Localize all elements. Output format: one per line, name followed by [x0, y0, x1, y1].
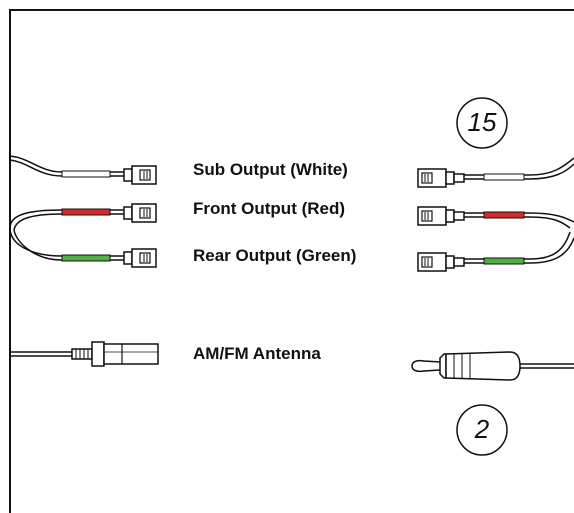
left-front-connector	[123, 203, 157, 223]
left-sub-cable	[9, 155, 124, 178]
right-front-connector	[417, 206, 465, 226]
antenna-label: AM/FM Antenna	[193, 344, 321, 363]
left-front-cable	[9, 208, 124, 231]
callout-15-number: 15	[467, 107, 497, 137]
rear-output-label: Rear Output (Green)	[193, 246, 357, 265]
front-band-right	[483, 211, 525, 219]
right-antenna-plug	[411, 351, 574, 381]
right-front-cable	[464, 211, 574, 229]
callout-15-circle	[456, 97, 508, 149]
callout-2-number: 2	[474, 414, 490, 444]
rear-band-left	[61, 254, 111, 262]
left-rear-connector	[123, 248, 157, 268]
sub-band-left	[61, 170, 111, 178]
front-band-left	[61, 208, 111, 216]
left-antenna-cable	[10, 348, 93, 360]
right-sub-cable	[464, 157, 574, 181]
front-output-label: Front Output (Red)	[193, 199, 346, 218]
right-sub-connector	[417, 168, 465, 188]
left-antenna-connector	[91, 341, 159, 367]
callout-2-circle	[456, 404, 508, 456]
rear-band-right	[483, 257, 525, 265]
diagram-frame	[9, 9, 574, 513]
left-rear-cable	[9, 227, 124, 262]
sub-band-right	[483, 173, 525, 181]
left-sub-connector	[123, 165, 157, 185]
sub-output-label: Sub Output (White)	[193, 160, 348, 179]
right-rear-cable	[464, 231, 574, 265]
right-rear-connector	[417, 252, 465, 272]
